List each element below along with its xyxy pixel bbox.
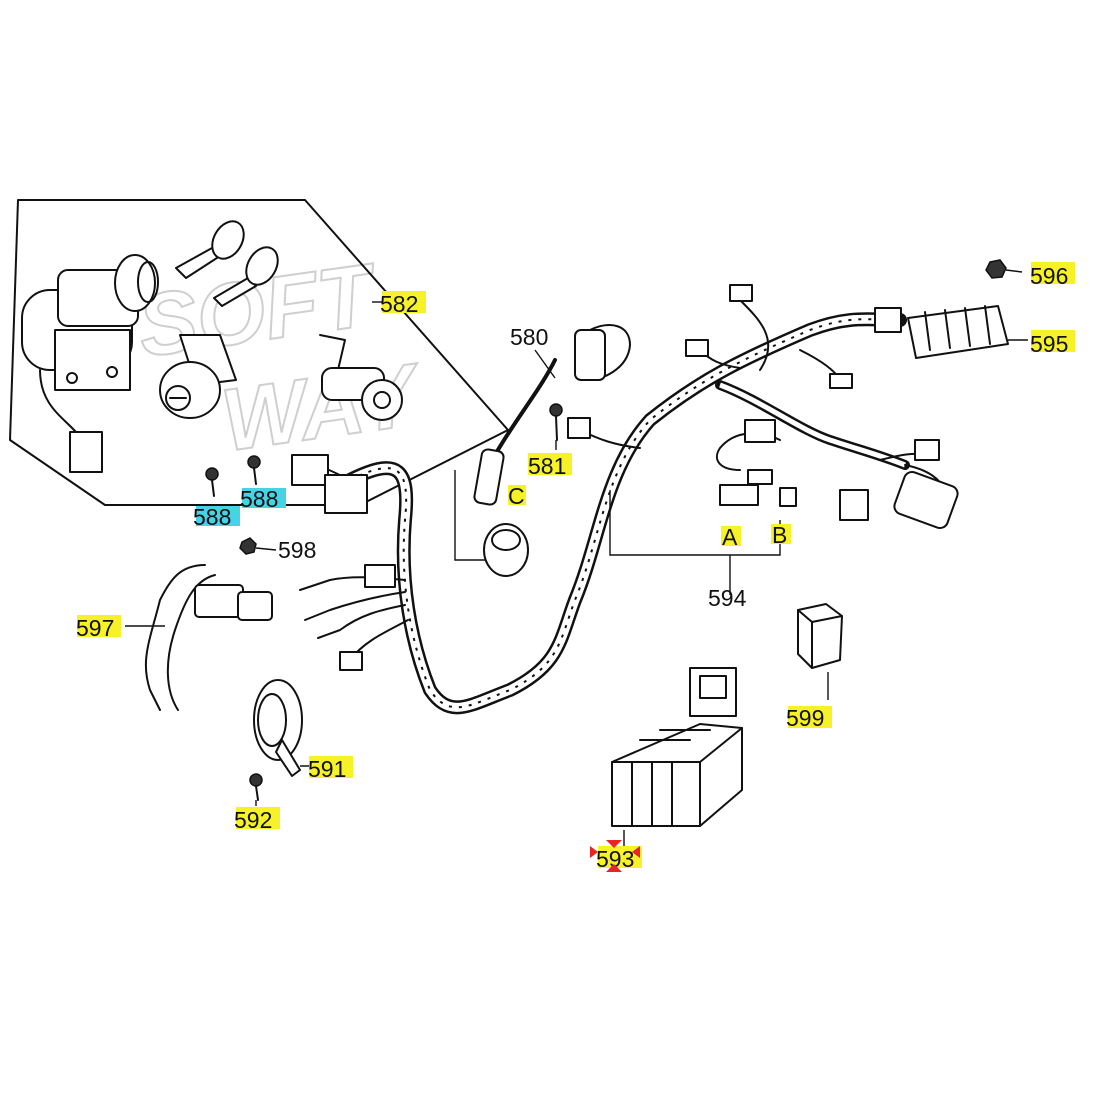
harness-connector-top — [729, 284, 753, 302]
ignition-switch — [21, 254, 159, 473]
callout-594: 594 — [708, 585, 747, 611]
key-1 — [175, 220, 245, 279]
ignition-switch-bracket — [54, 329, 131, 391]
callout-591: 591 — [308, 756, 346, 782]
letter-c: C — [508, 483, 525, 509]
connector-b — [779, 487, 797, 507]
callout-599: 599 — [786, 705, 824, 731]
nut-596 — [985, 259, 1007, 279]
callout-581: 581 — [528, 453, 566, 479]
letter-b: B — [772, 522, 787, 548]
ignition-coil — [574, 329, 606, 381]
callout-596: 596 — [1030, 263, 1068, 289]
callout-595: 595 — [1030, 331, 1068, 357]
callout-588-lower: 588 — [193, 504, 231, 530]
callout-580: 580 — [510, 324, 548, 350]
screw-581 — [549, 403, 563, 441]
flasher-relay — [797, 603, 843, 669]
spark-plug-cap — [473, 358, 557, 577]
bolt-592 — [249, 773, 263, 801]
callout-588-upper: 588 — [240, 486, 278, 512]
callout-597: 597 — [76, 615, 114, 641]
hotspot-marker-593[interactable] — [590, 840, 640, 872]
wiring-harness — [291, 284, 959, 715]
horn — [253, 679, 303, 777]
letter-a: A — [722, 524, 738, 550]
ignition-connector — [69, 431, 103, 473]
harness-relay-connector — [324, 474, 368, 514]
connector-a — [719, 484, 759, 506]
voltage-regulator — [907, 305, 1009, 359]
seat-lock — [159, 334, 237, 419]
lock-set-inset — [9, 199, 509, 506]
ignition-switch-cylinder — [114, 254, 156, 312]
starter-relay — [144, 564, 273, 711]
leader-lines — [125, 269, 1028, 846]
callout-labels: 596 595 582 580 581 C A B 594 588 588 59… — [76, 262, 1075, 872]
harness-connector-regulator — [874, 307, 902, 333]
battery — [611, 667, 743, 827]
key-2 — [213, 246, 279, 307]
callout-592: 592 — [234, 807, 272, 833]
screw-588a — [205, 467, 219, 497]
callout-582: 582 — [380, 291, 418, 317]
helmet-lock — [319, 334, 403, 421]
bracket-c — [454, 470, 488, 561]
cdi-unit — [893, 471, 959, 529]
nut-598 — [239, 537, 257, 555]
callout-598: 598 — [278, 537, 316, 563]
watermark: SOFT WAY — [131, 243, 430, 471]
screw-588b — [247, 455, 261, 485]
